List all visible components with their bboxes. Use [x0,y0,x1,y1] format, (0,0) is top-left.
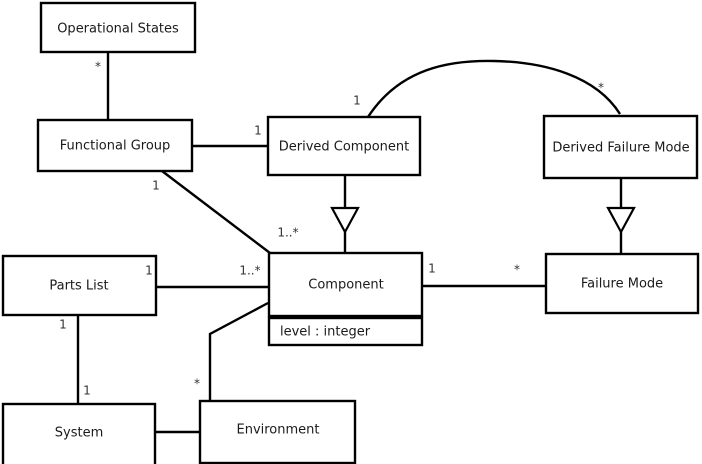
multiplicity-parts-list-component-near-parts-list: 1 [145,264,153,278]
class-box-component[interactable] [267,251,424,318]
multiplicity-derived-failure-mode-curve: * [598,81,604,95]
class-box-derived-failure-mode[interactable] [542,114,699,180]
class-name-environment: Environment [236,423,319,438]
multiplicity-component-environment: * [194,377,200,391]
multiplicity-parts-list-system-near-system: 1 [83,384,91,398]
multiplicity-operational-states: * [95,60,101,74]
class-box-derived-component[interactable] [266,115,422,177]
generalization-derived-failure-mode-failure-mode-arrowhead [606,206,636,235]
multiplicity-functional-group-derived-component: 1 [254,124,262,138]
class-name-derived-component: Derived Component [279,140,410,155]
class-name-system: System [55,426,103,441]
class-name-component: Component [308,278,383,293]
association-component-environment [208,301,269,401]
class-name-operational-states: Operational States [57,22,179,37]
multiplicity-parts-list-system-near-parts-list: 1 [59,318,67,332]
association-derived-component-derived-failure-mode [366,59,622,118]
association-functional-group-component [161,170,271,254]
generalization-derived-component-component-arrowhead [330,206,360,235]
class-attributes-compartment-component[interactable] [267,316,424,347]
class-box-parts-list[interactable] [1,254,158,317]
multiplicity-derived-component-curve: 1 [353,94,361,108]
multiplicity-component-failure-mode-near-failure-mode: * [514,263,520,277]
class-name-parts-list: Parts List [49,279,108,294]
class-name-functional-group: Functional Group [60,139,171,154]
multiplicity-component-failure-mode-near-component: 1 [428,262,436,276]
class-box-system[interactable] [1,402,157,464]
class-box-environment[interactable] [198,399,357,464]
multiplicity-functional-group-component-near-functional-group: 1 [152,179,160,193]
class-name-failure-mode: Failure Mode [581,277,663,292]
class-box-failure-mode[interactable] [544,252,700,315]
class-box-operational-states[interactable] [39,1,197,54]
class-box-functional-group[interactable] [36,118,194,173]
class-attribute-component-level: level : integer [280,325,371,340]
multiplicity-parts-list-component-near-component: 1..* [239,264,260,278]
class-name-derived-failure-mode: Derived Failure Mode [552,141,689,156]
multiplicity-functional-group-component-near-component: 1..* [277,226,298,240]
